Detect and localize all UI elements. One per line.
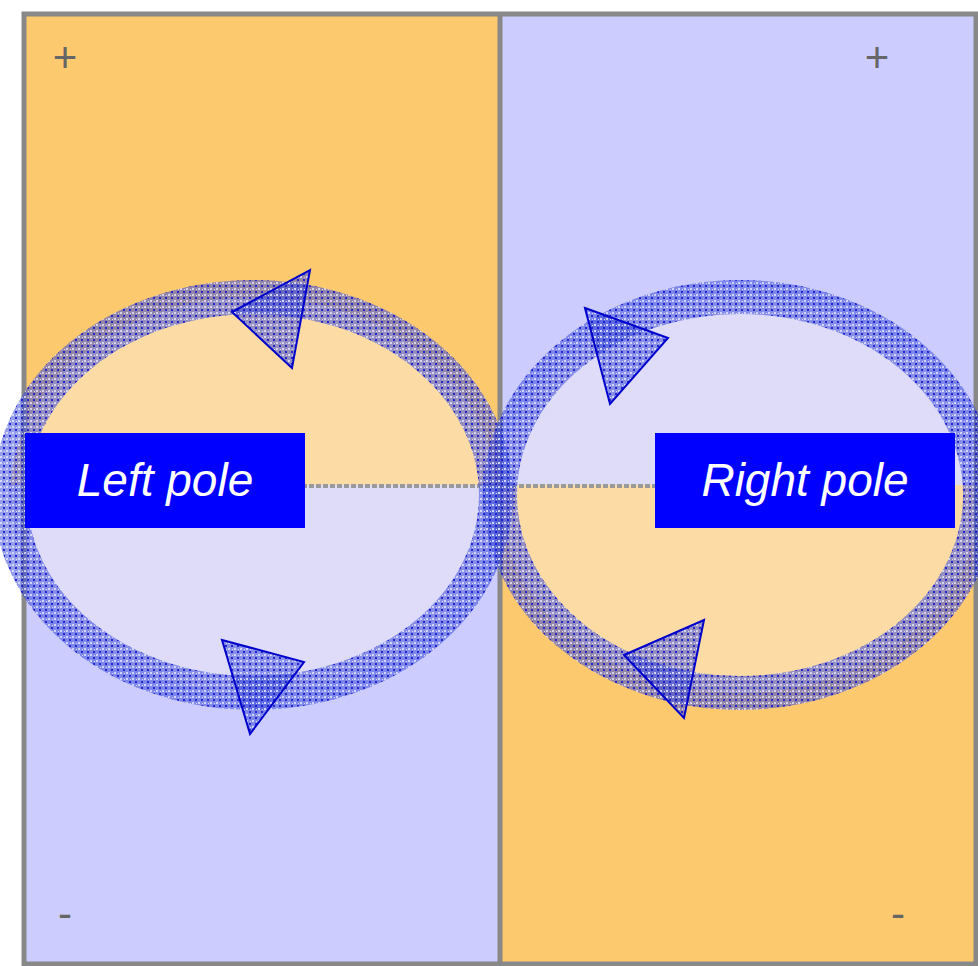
left-current-loop [10,297,496,693]
pole-label-box: Left pole [25,433,305,528]
pole-label: Right pole [701,455,908,506]
right-current-loop [500,297,978,693]
right-loop-upper [500,297,978,485]
polarity-sign: + [53,37,78,79]
right-loop-lower [500,485,978,693]
polarity-sign: - [891,893,905,935]
polarity-sign: - [58,893,72,935]
pole-label-box: Right pole [655,433,955,528]
arrowhead [585,308,668,404]
arrowhead [232,270,310,368]
pole-label: Left pole [77,455,253,506]
arrowhead [624,620,704,718]
polarity-sign: + [865,37,890,79]
arrowhead [222,640,304,734]
